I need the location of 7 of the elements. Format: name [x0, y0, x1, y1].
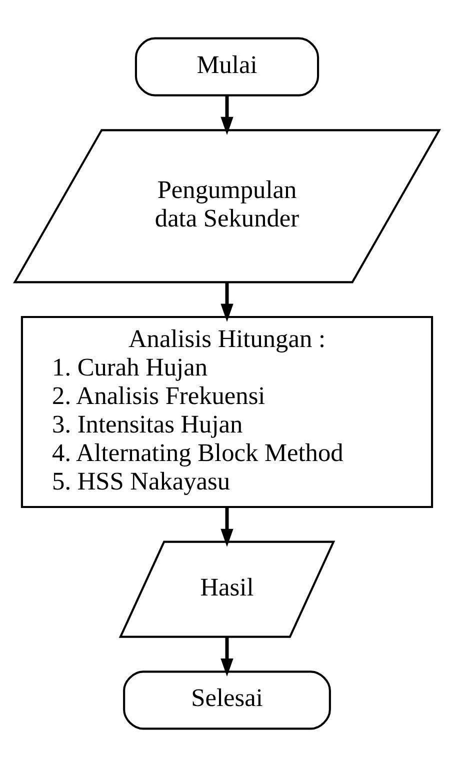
node-box: Selesai — [123, 670, 331, 730]
arrow — [220, 282, 234, 322]
node-box: Analisis Hitungan : 1. Curah Hujan 2. Analisis Frekuensi 3. Intensitas Hujan 4. Alternating Block Method 5. HSS Nakayasu — [20, 316, 434, 508]
node-box: Mulai — [134, 37, 320, 96]
arrow — [220, 637, 234, 677]
arrow — [220, 96, 234, 135]
arrow — [220, 507, 234, 547]
